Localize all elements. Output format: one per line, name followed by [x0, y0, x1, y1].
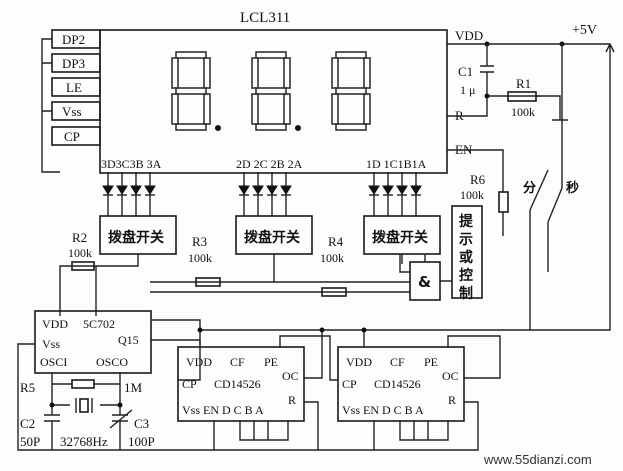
counter-1-oc: OC: [282, 369, 299, 383]
bcd-group-2: 2D 2C 2B 2A: [236, 157, 303, 171]
r5-body: [71, 379, 95, 389]
indicator-box: [451, 205, 483, 299]
indicator-char-1: 提: [459, 214, 474, 230]
pin-cp: CP: [64, 129, 80, 144]
counter-1: [177, 346, 305, 422]
r6-value: 100k: [460, 188, 484, 202]
c1-value: 1 μ: [460, 83, 475, 97]
pin-vss: Vss: [62, 104, 82, 119]
pin-dp3: DP3: [62, 56, 85, 71]
counter-2-pe: PE: [424, 355, 438, 369]
c2-name: C2: [20, 416, 35, 431]
lcl311-left-pins: DP2 DP3 LE Vss CP: [41, 29, 101, 173]
c3-name: C3: [134, 416, 149, 431]
r1-value: 100k: [511, 105, 535, 119]
bcd-group-3: 3D3C3B 3A: [101, 157, 162, 171]
digit-2: [251, 51, 301, 131]
dip-switch-1-label: 拨盘开关: [372, 229, 428, 246]
r4-value: 100k: [320, 251, 344, 265]
diode-array-2: [238, 172, 292, 216]
r4-body: [321, 287, 347, 297]
counter-2-r: R: [448, 393, 456, 407]
power-label: +5V: [572, 23, 597, 38]
indicator-char-3: 或: [459, 249, 473, 266]
osc-osci: OSCI: [40, 355, 67, 369]
watermark: www.55dianzi.com: [483, 452, 592, 467]
r2-value: 100k: [68, 246, 92, 260]
r6-body: [498, 191, 509, 213]
c2-value: 50P: [20, 434, 40, 449]
and-gate-label: &: [418, 273, 431, 291]
osc-chip: [34, 310, 152, 374]
r5-value: 1M: [124, 380, 143, 395]
r3-body: [195, 277, 221, 287]
pin-vdd: VDD: [455, 28, 483, 43]
digit-1: [331, 51, 371, 131]
bcd-group-1: 1D 1C1B1A: [366, 157, 427, 171]
crystal-body: [79, 398, 89, 413]
pin-dp2: DP2: [62, 32, 85, 47]
r4-name: R4: [328, 234, 344, 249]
r2-body: [71, 261, 95, 271]
counter-2-bottom: Vss EN D C B A: [342, 403, 424, 417]
c1-name: C1: [458, 64, 473, 79]
indicator-char-4: 控: [459, 267, 473, 284]
diode-array-3: [102, 172, 156, 216]
counter-2-cp: CP: [342, 377, 357, 391]
lcl311-title: LCL311: [240, 10, 290, 26]
osc-osco: OSCO: [96, 355, 128, 369]
osc-part: 5C702: [83, 317, 115, 331]
counter-1-pe: PE: [264, 355, 278, 369]
counter-1-part: CD14526: [214, 377, 261, 391]
switch-sec-label: 秒: [566, 180, 579, 196]
crystal-value: 32768Hz: [60, 434, 108, 449]
switch-min-label: 分: [523, 180, 536, 196]
counter-2-vdd: VDD: [346, 355, 372, 369]
counter-2-cf: CF: [390, 355, 405, 369]
r3-value: 100k: [188, 251, 212, 265]
c3-value: 100P: [128, 434, 155, 449]
digit-3: [171, 51, 221, 131]
counter-1-cf: CF: [230, 355, 245, 369]
counter-2: [337, 346, 465, 422]
r5-name: R5: [20, 380, 35, 395]
counter-2-part: CD14526: [374, 377, 421, 391]
dip-switch-2-label: 拨盘开关: [244, 229, 300, 246]
counter-1-bottom: Vss EN D C B A: [182, 403, 264, 417]
counter-1-cp: CP: [182, 377, 197, 391]
indicator-char-5: 制: [459, 285, 473, 302]
counter-2-oc: OC: [442, 369, 459, 383]
r6-name: R6: [470, 172, 486, 187]
pin-le: LE: [66, 80, 82, 95]
seven-segment-display: [171, 51, 371, 131]
osc-vdd: VDD: [42, 317, 68, 331]
osc-vss: Vss: [42, 337, 60, 351]
r3-name: R3: [192, 234, 207, 249]
indicator-char-2: 示: [459, 232, 473, 248]
r2-name: R2: [72, 230, 87, 245]
counter-1-vdd: VDD: [186, 355, 212, 369]
diode-array-1: [368, 172, 422, 216]
counter-1-r: R: [288, 393, 296, 407]
osc-q15: Q15: [118, 333, 139, 347]
dip-switch-3-label: 拨盘开关: [108, 229, 164, 246]
r1-name: R1: [516, 76, 531, 91]
